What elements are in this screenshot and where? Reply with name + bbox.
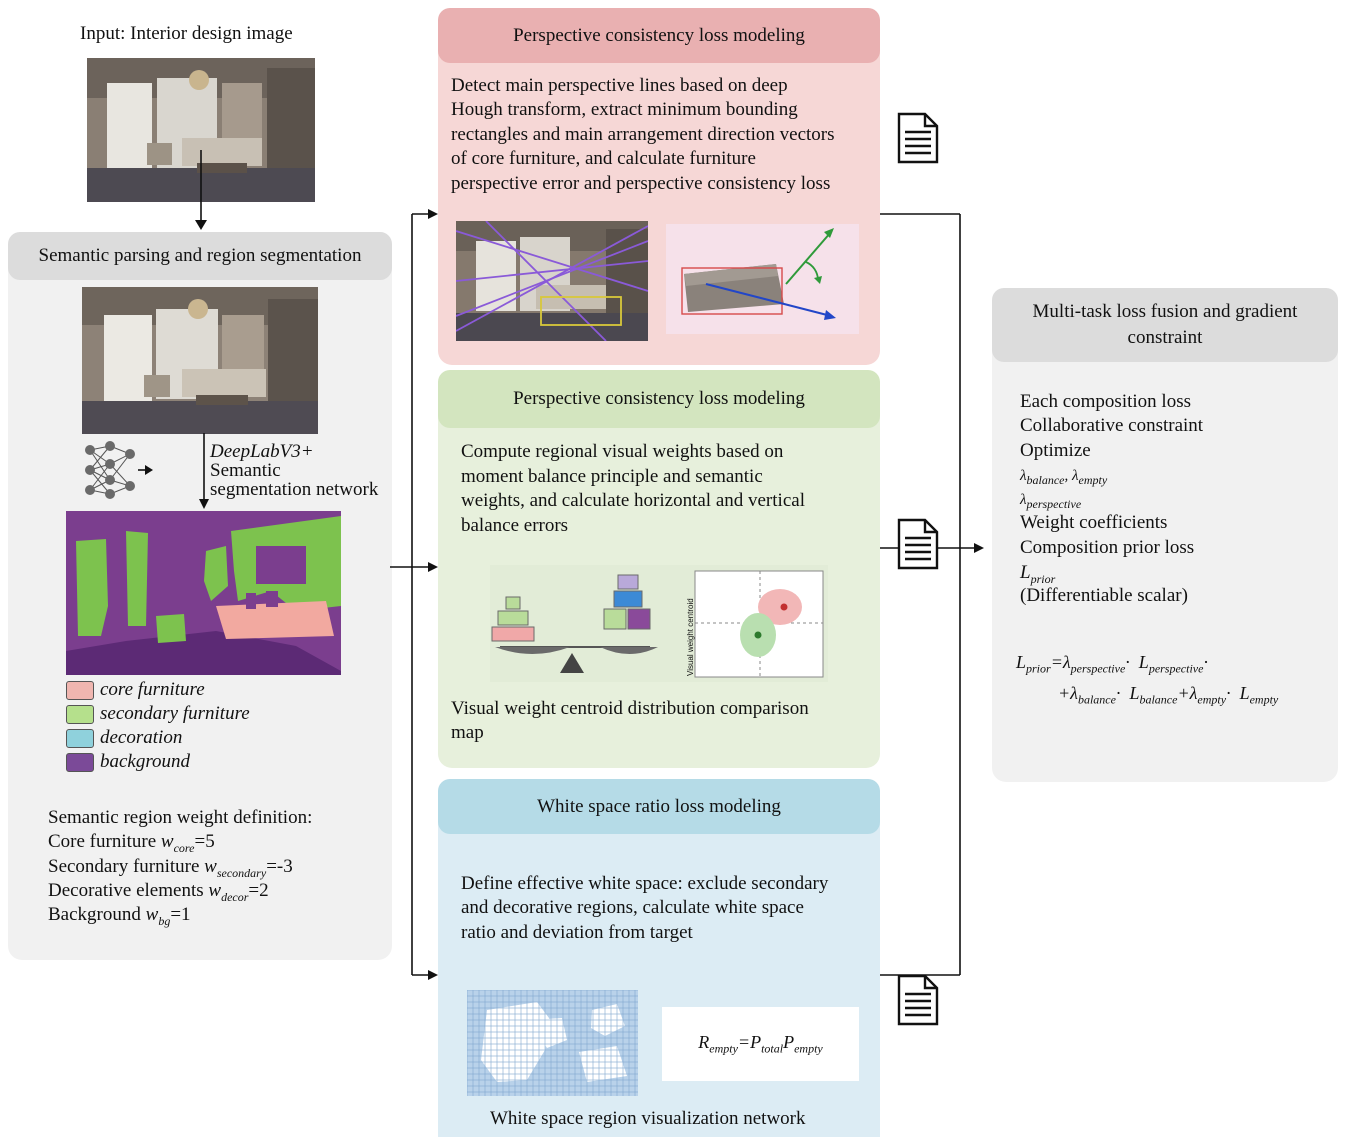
legend-item-background: background [66,751,190,773]
document-icon-whitespace [897,974,939,1026]
weight-decor: Decorative elements wdecor=2 [48,880,269,904]
fusion-line-2: Collaborative constraint [1020,415,1204,436]
document-icon-perspective [897,112,939,164]
balance-header: Perspective consistency loss modeling [438,370,880,428]
network-label-line-1: DeepLabV3+ [210,441,314,462]
fusion-line-1: Each composition loss [1020,391,1191,412]
balance-desc-4: balance errors [461,515,569,536]
legend-label-secondary: secondary furniture [100,703,250,724]
whitespace-desc-2: and decorative regions, calculate white … [461,897,804,918]
arrow-input-to-segmentation [195,150,207,230]
legend-swatch-background [66,752,94,772]
neural-network-icon [85,441,153,499]
legend-swatch-secondary [66,704,94,724]
fusion-header-line-1: Multi-task loss fusion and gradient [1032,301,1298,322]
balance-caption-1: Visual weight centroid distribution comp… [451,698,809,719]
segmentation-header: Semantic parsing and region segmentation [8,232,392,280]
segmentation-mask [66,511,341,675]
legend-item-secondary-furniture: secondary furniture [66,703,250,725]
fusion-scalar: (Differentiable scalar) [1020,585,1188,606]
fusion-header: Multi-task loss fusion and gradient cons… [992,288,1338,362]
input-label: Input: Interior design image [80,23,293,44]
fusion-l-prior: Lprior [1020,562,1056,586]
whitespace-caption: White space region visualization network [490,1108,806,1129]
perspective-header: Perspective consistency loss modeling [438,8,880,63]
whitespace-desc-1: Define effective white space: exclude se… [461,873,829,894]
fusion-equation-line-1: Lprior=λperspective· Lperspective· [1016,652,1208,676]
weight-secondary: Secondary furniture wsecondary=-3 [48,856,293,880]
legend-swatch-core [66,680,94,700]
fusion-line-4: Weight coefficients [1020,512,1168,533]
document-icon-balance [897,518,939,570]
legend-swatch-decoration [66,728,94,748]
fusion-lambda-line-1: λbalance, λempty [1020,468,1108,487]
balance-axis-label: Visual weight centroid [686,598,695,676]
arrow-photo-to-mask [199,433,209,509]
legend-label-core: core furniture [100,679,205,700]
whitespace-header: White space ratio loss modeling [438,779,880,834]
legend-item-core-furniture: core furniture [66,679,205,701]
perspective-lines-image [456,221,648,341]
network-label-line-2: Semantic [210,460,281,481]
connector-left-to-middle [390,209,438,980]
connector-middle-to-fusion [880,213,984,976]
whitespace-desc-3: ratio and deviation from target [461,922,693,943]
balance-desc-2: moment balance principle and semantic [461,466,763,487]
perspective-desc-4: of core furniture, and calculate furnitu… [451,148,756,169]
balance-caption-2: map [451,722,484,743]
weight-core: Core furniture wcore=5 [48,831,215,855]
network-label-line-3: segmentation network [210,479,379,500]
perspective-desc-1: Detect main perspective lines based on d… [451,75,788,96]
whitespace-formula: Rempty=PtotalPempty [698,1031,823,1056]
legend-label-decoration: decoration [100,727,183,748]
weights-title: Semantic region weight definition: [48,807,313,828]
perspective-sofa-image [666,224,859,334]
input-interior-image [87,58,315,202]
legend-label-background: background [100,751,191,772]
fusion-equation-line-2: +λbalance· Lbalance+λempty· Lempty [1058,683,1279,707]
balance-scale-illustration: Visual weight centroid [490,565,828,682]
whitespace-grid-map [467,990,638,1096]
legend-item-decoration: decoration [66,727,182,749]
balance-desc-1: Compute regional visual weights based on [461,441,784,462]
whitespace-formula-box: Rempty=PtotalPempty [662,1007,859,1081]
segmentation-source-image [82,287,318,434]
fusion-header-line-2: constraint [1127,327,1203,348]
perspective-desc-2: Hough transform, extract minimum boundin… [451,99,798,120]
perspective-desc-3: rectangles and main arrangement directio… [451,124,835,145]
fusion-line-3: Optimize [1020,440,1091,461]
fusion-lambda-line-2: λperspective [1020,492,1082,511]
weight-background: Background wbg=1 [48,904,191,928]
balance-desc-3: weights, and calculate horizontal and ve… [461,490,805,511]
fusion-line-5: Composition prior loss [1020,537,1195,558]
fusion-panel [992,288,1338,782]
perspective-desc-5: perspective error and perspective consis… [451,173,831,194]
